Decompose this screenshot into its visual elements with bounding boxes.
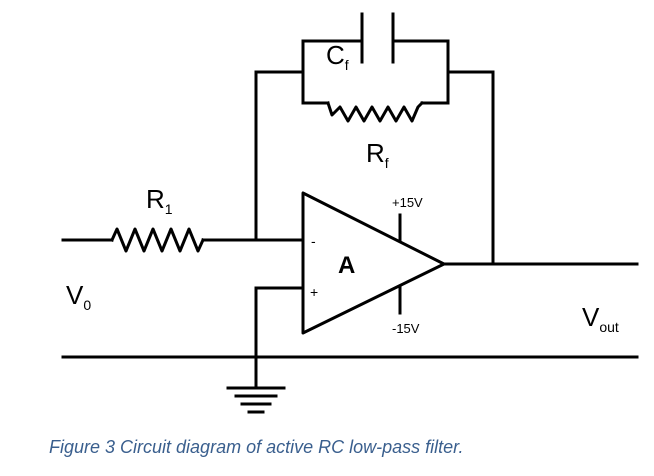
opamp-triangle [301,191,446,335]
input-resistor-label: R1 [146,184,173,217]
feedback-resistor-label: Rf [366,138,389,171]
opamp-label: A [338,252,355,279]
input-voltage-label: V0 [66,280,91,313]
negative-supply-label: -15V [392,321,420,336]
positive-supply-label: +15V [392,195,423,210]
inverting-input-label: - [311,233,316,249]
input-resistor [110,227,205,253]
capacitor-label: Cf [326,40,349,73]
feedback-resistor [326,100,425,123]
noninverting-input-label: + [310,284,318,300]
figure-caption: Figure 3 Circuit diagram of active RC lo… [49,437,464,457]
circuit-svg: Cf Rf R1 V0 Vout A - + +15V -15V [61,12,639,414]
output-voltage-label: Vout [582,302,619,335]
